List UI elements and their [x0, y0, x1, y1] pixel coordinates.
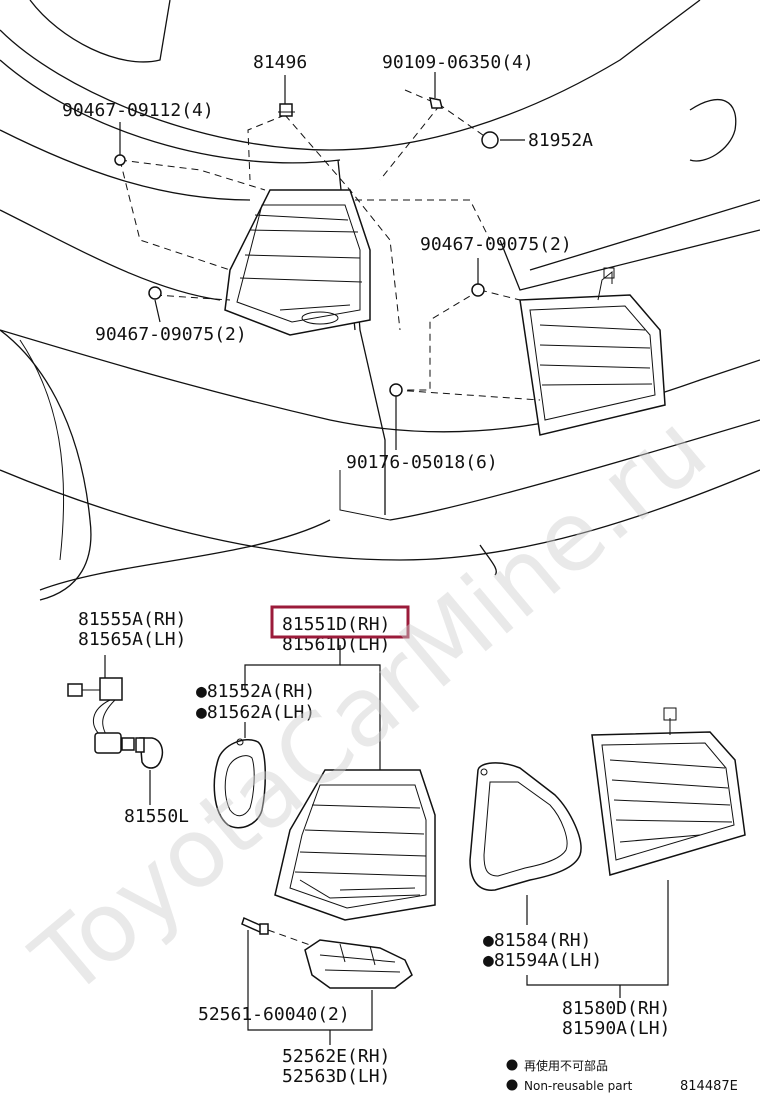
- label-81552A: ●81552A(RH): [196, 681, 315, 702]
- label-81550L: 81550L: [124, 806, 189, 827]
- non-reusable-bullet-icon: [506, 1059, 518, 1071]
- clip-81496-icon: [279, 103, 293, 117]
- non-reusable-bullet-icon-2: [506, 1079, 518, 1091]
- screw-52561: [241, 916, 269, 935]
- nut-90467-09075-left-icon: [148, 286, 162, 300]
- dashed-lines-upper: [119, 89, 541, 401]
- inner-lamp-81580D: [591, 707, 746, 876]
- fasteners-upper: [114, 97, 499, 397]
- legend-en: Non-reusable part: [524, 1079, 633, 1093]
- gasket-81552A: [213, 738, 267, 829]
- label-81594A: ●81594A(LH): [483, 950, 602, 971]
- label-81565A: 81565A(LH): [78, 629, 186, 650]
- watermark: ToyotaCarMine.ru: [12, 393, 727, 1019]
- tail-lamp-installed-left: [224, 189, 371, 336]
- label-81590A: 81590A(LH): [562, 1018, 670, 1039]
- leader-lines-upper: [119, 72, 525, 450]
- label-81561D: 81561D(LH): [282, 634, 390, 655]
- part-labels: 81496 90109-06350(4) 90467-09112(4) 8195…: [62, 52, 670, 1087]
- bracket-52562E: [304, 939, 413, 989]
- label-81562A: ●81562A(LH): [196, 702, 315, 723]
- label-81551D: 81551D(RH): [282, 614, 390, 635]
- clip-90176-icon: [389, 383, 403, 397]
- label-52562E: 52562E(RH): [282, 1046, 390, 1067]
- label-90467-09075-left: 90467-09075(2): [95, 324, 247, 345]
- diagram-code: 814487E: [680, 1079, 738, 1094]
- gasket-81584: [469, 762, 582, 891]
- label-52561-60040: 52561-60040(2): [198, 1004, 350, 1025]
- label-90467-09075-right: 90467-09075(2): [420, 234, 572, 255]
- label-90176-05018: 90176-05018(6): [346, 452, 498, 473]
- label-90467-09112: 90467-09112(4): [62, 100, 214, 121]
- nut-90467-09112-icon: [114, 154, 126, 166]
- label-81952A: 81952A: [528, 130, 593, 151]
- highlight-box-81551D: [270, 605, 410, 639]
- inner-lamp-installed-right: [519, 267, 666, 436]
- label-52563D: 52563D(LH): [282, 1066, 390, 1087]
- legend-jp: 再使用不可部品: [524, 1058, 608, 1073]
- cap-81952A-icon: [481, 131, 499, 149]
- legend: 再使用不可部品 Non-reusable part 814487E: [506, 1058, 738, 1094]
- bulb-81550L: [135, 737, 164, 769]
- screw-90109-icon: [429, 97, 443, 109]
- socket-wire-81555A: [67, 677, 135, 754]
- nut-90467-09075-right-icon: [471, 283, 485, 297]
- label-81496: 81496: [253, 52, 307, 73]
- label-90109-06350: 90109-06350(4): [382, 52, 534, 73]
- label-81580D: 81580D(RH): [562, 998, 670, 1019]
- label-81555A: 81555A(RH): [78, 609, 186, 630]
- label-81584: ●81584(RH): [483, 930, 591, 951]
- tail-lamp-81551D: [274, 769, 436, 921]
